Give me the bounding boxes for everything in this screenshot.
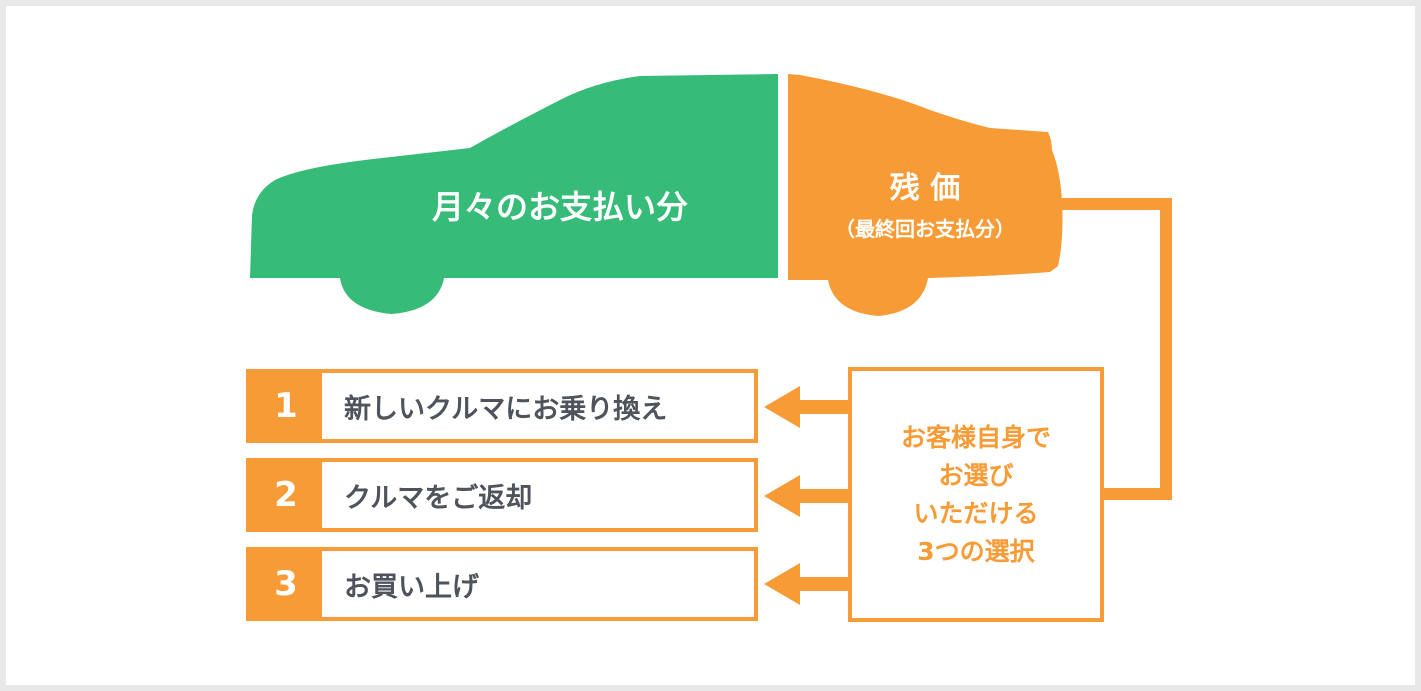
customer-choice-box: お客様自身で お選び いただける 3つの選択	[848, 367, 1104, 622]
connector-line	[1062, 198, 1172, 500]
arrow-left-icon	[764, 386, 848, 428]
choice-label: お買い上げ	[344, 571, 479, 603]
arrow-left-icon	[764, 475, 848, 517]
residual-value-subtitle: （最終回お支払分）	[835, 217, 1015, 241]
customer-choice-text: お客様自身で お選び いただける 3つの選択	[901, 419, 1051, 571]
residual-value-title: 残 価	[890, 171, 960, 206]
choice-1: 1 新しいクルマにお乗り換え	[246, 369, 758, 443]
car-monthly-section	[250, 74, 778, 314]
customer-choice-line: いただける	[913, 498, 1039, 528]
choice-label: クルマをご返却	[344, 482, 533, 514]
car-residual-section	[788, 74, 1063, 316]
choice-number: 3	[250, 551, 322, 617]
choice-2: 2 クルマをご返却	[246, 458, 758, 532]
choice-number: 2	[250, 462, 322, 528]
choice-3: 3 お買い上げ	[246, 547, 758, 621]
customer-choice-line: お選び	[938, 460, 1014, 490]
monthly-payment-label: 月々のお支払い分	[432, 188, 688, 226]
choice-number: 1	[250, 373, 322, 439]
customer-choice-line: 3つの選択	[917, 536, 1035, 566]
customer-choice-line: お客様自身で	[900, 422, 1051, 452]
arrow-left-icon	[764, 563, 848, 605]
choice-label: 新しいクルマにお乗り換え	[344, 393, 668, 425]
